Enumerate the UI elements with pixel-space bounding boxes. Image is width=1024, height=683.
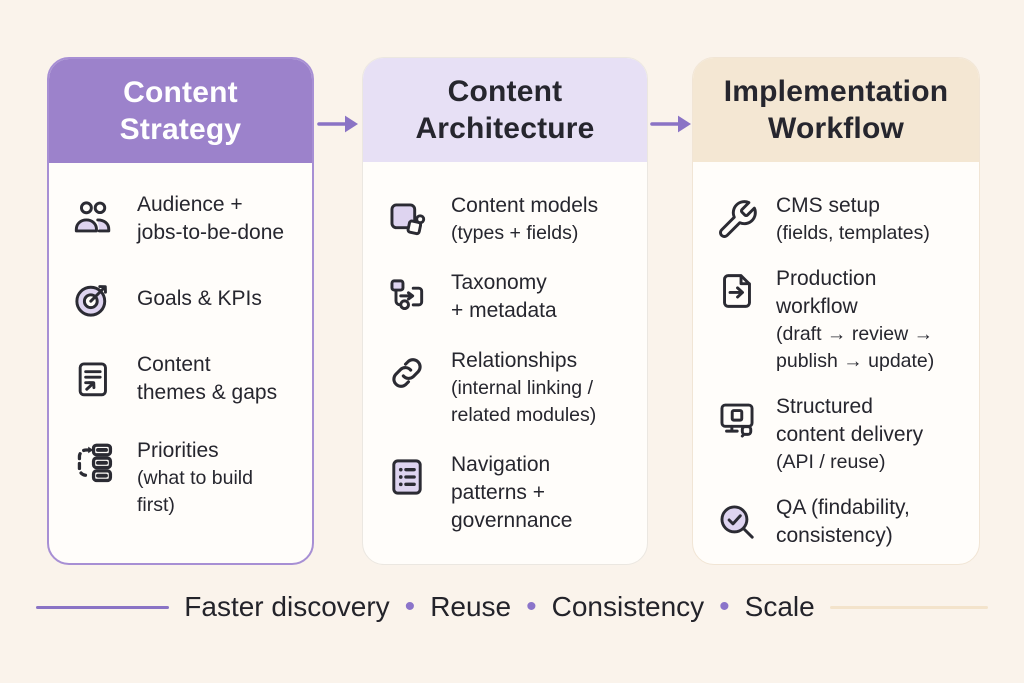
document-lines-icon — [71, 357, 115, 401]
footer-phrase: Consistency — [551, 591, 705, 622]
list-item-themes: Content themes & gaps — [71, 351, 298, 407]
item-label: Content models — [451, 194, 599, 217]
item-label: Navigation patterns + governnance — [451, 453, 573, 532]
footer-right-rule — [829, 605, 988, 609]
item-note: (internal linking / related modules) — [451, 377, 597, 426]
item-label: Audience + jobs-to-be-done — [137, 193, 285, 244]
bullet-separator: • — [719, 590, 730, 623]
card-body-content-strategy: Audience + jobs-to-be-done Goals & KPIs — [49, 163, 312, 519]
link-icon — [385, 351, 429, 395]
bullet-separator: • — [526, 590, 537, 623]
card-title-implementation-workflow: Implementation Workflow — [693, 58, 979, 162]
priority-flow-icon — [71, 441, 115, 485]
item-note: (draft → review → publish → update) — [776, 323, 935, 372]
target-dart-icon — [71, 277, 115, 321]
monitor-icon — [715, 397, 759, 441]
checklist-icon — [385, 455, 429, 499]
list-item-taxonomy: Taxonomy + metadata — [385, 269, 633, 325]
right-arrow-icon — [317, 115, 358, 133]
item-label: Priorities — [137, 439, 219, 462]
list-item-production-workflow: Production workflow (draft → review → pu… — [715, 265, 965, 375]
footer-tagline: Faster discovery • Reuse • Consistency •… — [0, 591, 1024, 623]
item-note: (fields, templates) — [776, 222, 930, 244]
card-implementation-workflow: Implementation Workflow CMS setup (field… — [692, 57, 980, 565]
list-item-structured-delivery: Structured content delivery (API / reuse… — [715, 393, 965, 476]
item-label: Relationships — [451, 349, 578, 372]
item-label: Structured content delivery — [776, 395, 924, 446]
item-note: (API / reuse) — [776, 451, 886, 473]
footer-phrase: Scale — [744, 591, 815, 622]
item-label: Production workflow — [776, 267, 877, 318]
document-arrow-icon — [715, 269, 759, 313]
item-note: (types + fields) — [451, 222, 579, 244]
right-arrow-icon — [650, 115, 691, 133]
item-label: Content themes & gaps — [137, 353, 278, 404]
list-item-cms-setup: CMS setup (fields, templates) — [715, 192, 965, 247]
item-label: Taxonomy + metadata — [451, 271, 557, 322]
bullet-separator: • — [404, 590, 416, 623]
taxonomy-icon — [385, 275, 429, 319]
list-item-content-models: Content models (types + fields) — [385, 192, 633, 247]
item-label: QA (findability, consistency) — [776, 496, 910, 547]
magnifier-check-icon — [715, 500, 759, 544]
list-item-audience: Audience + jobs-to-be-done — [71, 191, 298, 247]
card-title-content-architecture: Content Architecture — [363, 58, 647, 162]
item-label: CMS setup — [776, 194, 880, 217]
footer-phrase: Reuse — [430, 591, 512, 622]
list-item-qa: QA (findability, consistency) — [715, 494, 965, 550]
card-content-strategy: Content Strategy Audience + jobs-to-be-d… — [47, 57, 314, 565]
list-item-navigation: Navigation patterns + governnance — [385, 451, 633, 535]
list-item-goals: Goals & KPIs — [71, 277, 298, 321]
card-content-architecture: Content Architecture Content models (typ… — [362, 57, 648, 565]
card-body-content-architecture: Content models (types + fields) — [363, 162, 647, 535]
footer-phrase: Faster discovery — [184, 591, 390, 622]
content-model-icon — [385, 198, 429, 242]
list-item-relationships: Relationships (internal linking / relate… — [385, 347, 633, 429]
item-note: (what to build first) — [137, 467, 253, 516]
footer-left-rule — [36, 605, 170, 609]
users-icon — [71, 197, 115, 241]
card-body-implementation-workflow: CMS setup (fields, templates) Production… — [693, 162, 979, 550]
card-title-content-strategy: Content Strategy — [49, 59, 312, 163]
list-item-priorities: Priorities (what to build first) — [71, 437, 298, 519]
item-label: Goals & KPIs — [137, 287, 262, 310]
wrench-icon — [715, 198, 759, 242]
